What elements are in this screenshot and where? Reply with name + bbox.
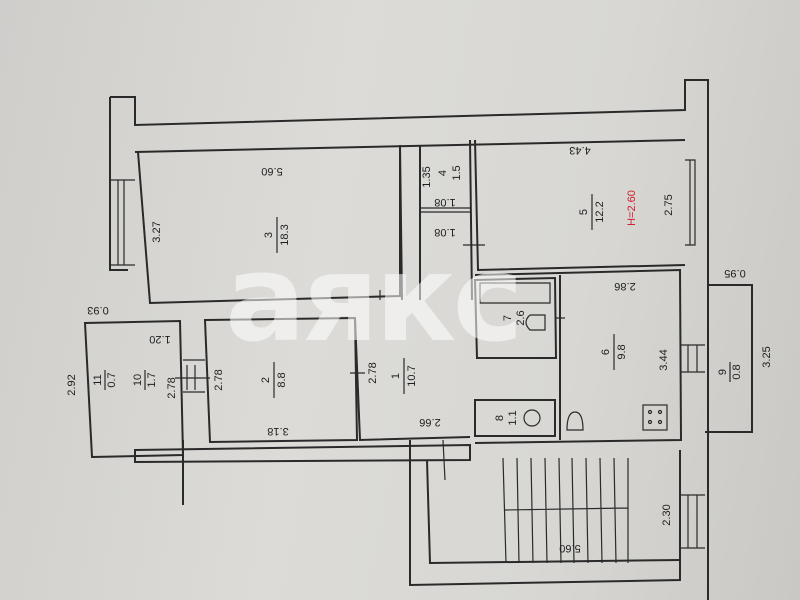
ceiling-height-label: H=2.60	[626, 190, 638, 226]
stairwell-inner	[426, 459, 681, 565]
stove-icon	[642, 404, 668, 431]
svg-text:6: 6	[600, 349, 612, 355]
window-room-5	[685, 159, 696, 246]
room-6-walls	[474, 268, 683, 444]
outer-wall-top	[110, 79, 709, 600]
dim-room11-b: 0.93	[87, 304, 108, 316]
dim-room2-a: 2.78	[213, 369, 225, 390]
svg-text:9: 9	[717, 369, 729, 375]
room-5-label: 5 12.2	[578, 194, 606, 230]
outer-wall-left-upper	[109, 97, 128, 271]
window-room-3	[110, 179, 135, 266]
dim-stair-short: 2.30	[661, 504, 673, 525]
dim-room1-b: 2.66	[419, 416, 440, 428]
room-11-label: 11 0.7	[92, 370, 118, 390]
room-2-label: 2 8.8	[260, 362, 288, 398]
room-10-11-walls	[83, 319, 185, 459]
svg-text:3: 3	[263, 232, 275, 238]
dim-stair-long: 5.60	[559, 542, 580, 554]
room-4-walls	[399, 139, 473, 301]
room-7-walls	[473, 276, 558, 359]
svg-text:2: 2	[260, 377, 272, 383]
window-room-2	[183, 359, 205, 393]
dim-room5-long: 4.43	[569, 144, 590, 156]
dim-room6-long: 2.86	[614, 280, 635, 292]
dim-room6-short: 3.44	[658, 349, 670, 370]
room-4-label: 4 1.5	[437, 165, 463, 180]
svg-text:9.8: 9.8	[616, 344, 628, 359]
dim-room10-a: 2.78	[166, 377, 178, 398]
svg-text:1.5: 1.5	[451, 165, 463, 180]
toilet-icon	[523, 409, 541, 427]
svg-text:18.3: 18.3	[279, 224, 291, 245]
room-7-label: 7 2.6	[502, 310, 527, 325]
svg-text:H=2.60: H=2.60	[626, 190, 638, 226]
bottom-wall-band	[134, 443, 471, 464]
room-2-walls	[203, 316, 359, 444]
dim-room11-a: 2.92	[66, 374, 78, 395]
svg-text:1.1: 1.1	[507, 410, 519, 425]
svg-text:2.6: 2.6	[515, 310, 527, 325]
dim-room10-b: 1.20	[149, 333, 170, 345]
room-4-divider	[420, 207, 470, 213]
room-5-walls	[474, 139, 686, 272]
window-room-6	[681, 344, 705, 373]
dim-room4-b: 1.08	[434, 196, 455, 208]
stair-steps	[502, 457, 629, 564]
svg-text:8.8: 8.8	[276, 372, 288, 387]
bathtub-icon	[479, 282, 551, 304]
svg-text:0.8: 0.8	[731, 364, 743, 379]
dim-room9-a: 0.95	[724, 267, 745, 279]
svg-text:1.7: 1.7	[146, 372, 158, 387]
bath-sink-icon	[525, 314, 546, 331]
dim-room9-b: 3.25	[761, 346, 773, 367]
svg-text:8: 8	[494, 415, 506, 421]
sink-icon	[566, 411, 584, 431]
svg-text:7: 7	[502, 315, 514, 321]
dim-room4-c: 1.08	[434, 226, 455, 238]
dim-room1-a: 2.78	[367, 362, 379, 383]
svg-text:5: 5	[578, 209, 590, 215]
room-8-label: 8 1.1	[494, 410, 519, 425]
stair-rail	[442, 439, 446, 481]
room-6-label: 6 9.8	[600, 334, 628, 370]
room-8-walls	[474, 399, 556, 437]
dim-room3-long: 5.60	[261, 165, 282, 177]
room-9-label: 9 0.8	[717, 362, 743, 382]
door-markers	[350, 290, 565, 374]
dim-room4-a: 1.35	[421, 166, 433, 187]
svg-text:4: 4	[437, 170, 449, 176]
svg-text:12.2: 12.2	[594, 201, 606, 222]
svg-text:10: 10	[132, 374, 144, 386]
stairwell-outer	[409, 440, 681, 587]
svg-text:0.7: 0.7	[106, 372, 118, 387]
svg-text:1: 1	[390, 373, 402, 379]
room-9-walls	[705, 284, 753, 433]
svg-text:10.7: 10.7	[406, 365, 418, 386]
window-stairwell	[681, 494, 705, 549]
svg-text:11: 11	[92, 374, 104, 385]
dim-room2-b: 3.18	[267, 425, 288, 437]
room-10-label: 10 1.7	[132, 370, 158, 390]
dim-room5-short: 2.75	[663, 194, 675, 215]
dim-room3-short: 3.27	[151, 221, 163, 242]
room-3-label: 3 18.3	[263, 217, 291, 253]
inner-wall-top	[134, 139, 686, 153]
room-1-label: 1 10.7	[390, 358, 418, 394]
